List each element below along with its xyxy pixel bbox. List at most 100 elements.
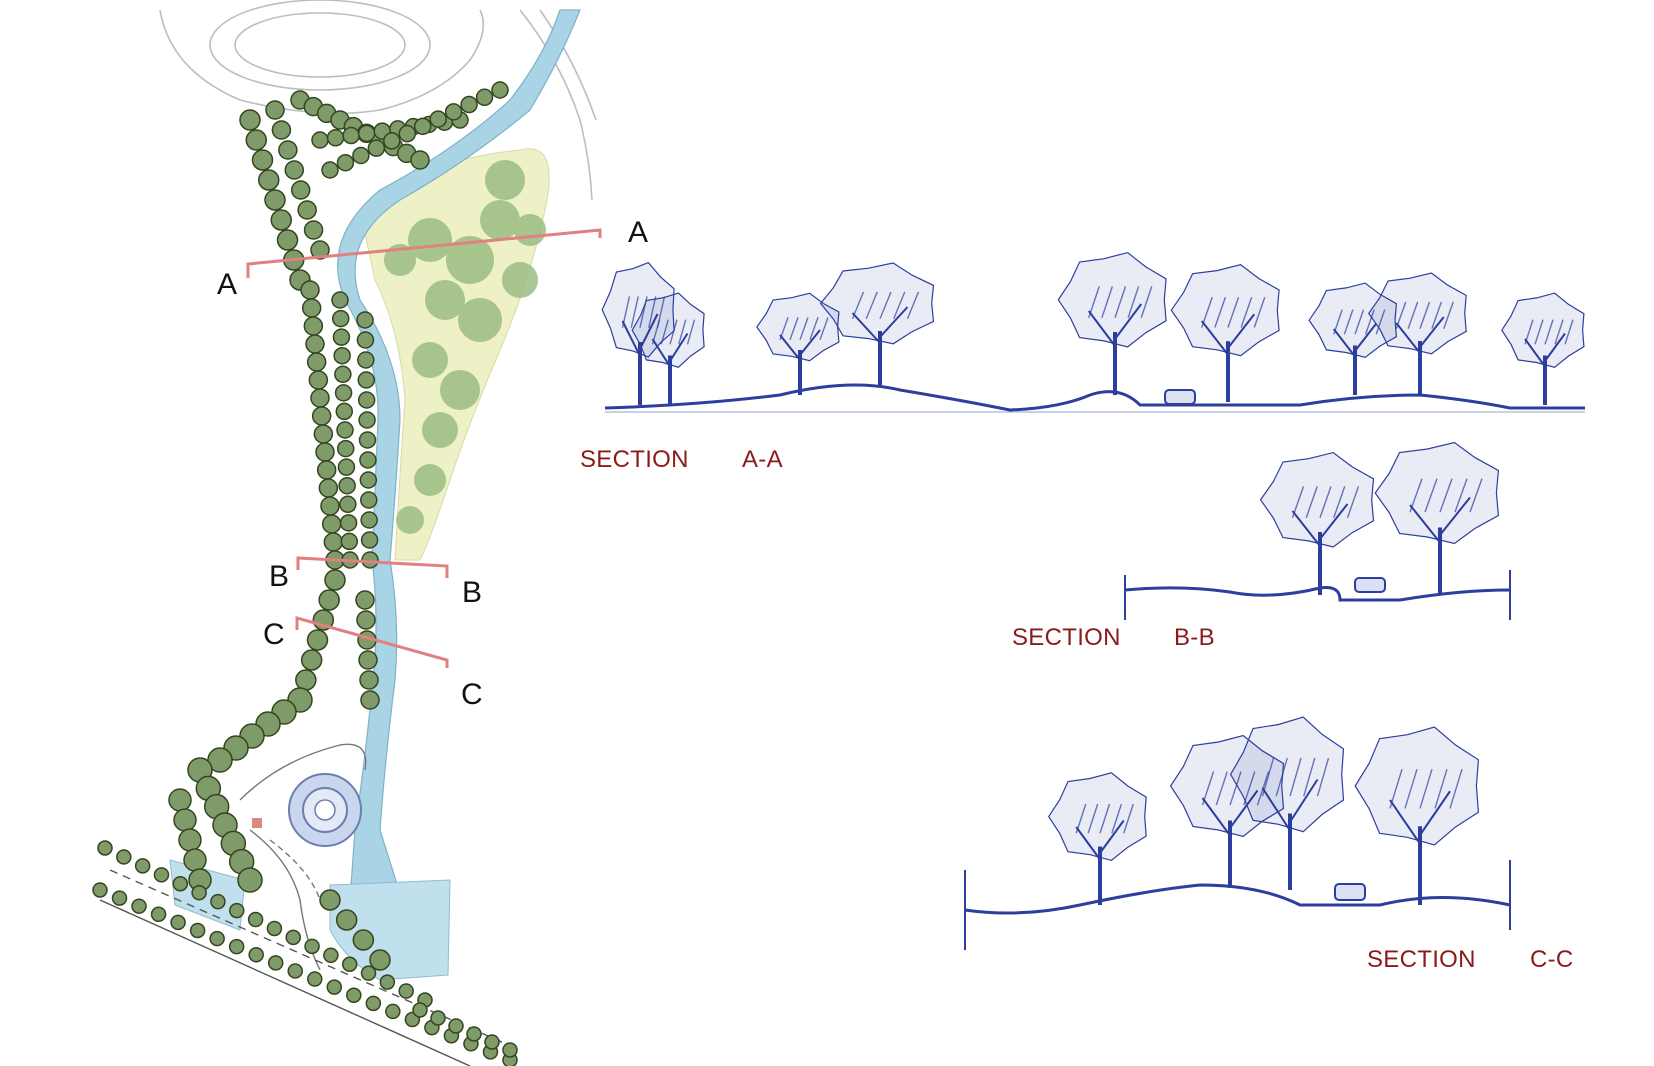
tree-canopy	[360, 965, 377, 981]
tree-canopy	[207, 747, 233, 773]
section-cuts	[246, 228, 602, 668]
tree-canopy	[301, 298, 322, 318]
tree-canopy	[337, 458, 356, 476]
tree-canopy	[357, 351, 375, 369]
tree-canopy	[326, 129, 345, 147]
tree-canopy	[352, 146, 370, 165]
car-a	[1164, 389, 1196, 405]
tree-canopy	[318, 589, 340, 611]
tree-canopy	[352, 929, 375, 951]
tree-canopy	[357, 371, 375, 389]
tree-canopy	[335, 402, 354, 421]
section-a-trees	[601, 251, 1585, 405]
tree-canopy	[338, 476, 356, 495]
sketch-tree	[631, 292, 705, 405]
sketch-tree	[1047, 772, 1147, 905]
tree-canopy	[356, 311, 374, 329]
tree-canopy	[239, 109, 261, 131]
site-plan	[92, 0, 597, 1066]
tree-canopy	[356, 331, 375, 349]
tree-canopy	[178, 828, 202, 852]
tree-canopy	[297, 200, 317, 220]
tree-canopy	[251, 149, 274, 171]
tree-canopy	[358, 431, 377, 449]
tree-canopy	[412, 1002, 428, 1018]
tree-canopy	[267, 955, 284, 971]
tree-canopy	[334, 384, 353, 402]
section-c-trees	[1047, 716, 1480, 905]
tree-canopy	[290, 180, 311, 200]
section-a-word: SECTION	[580, 446, 689, 473]
section-c-c-sketch	[964, 716, 1511, 950]
tree-canopy	[340, 532, 359, 551]
tree-canopy	[346, 987, 362, 1003]
tree-canopy	[311, 406, 332, 426]
tree-canopy	[324, 569, 346, 591]
sketch-tree	[1367, 272, 1467, 395]
tree-canopy	[339, 495, 357, 514]
sketch-tree	[756, 292, 840, 395]
sketch-tree	[819, 262, 935, 385]
tree-canopy	[304, 938, 320, 955]
tree-canopy	[316, 460, 337, 480]
tree-canopy	[369, 949, 391, 971]
tree-canopy	[170, 914, 186, 931]
tree-canopy	[484, 1034, 500, 1050]
sketch-tree	[1501, 292, 1585, 405]
sketch-tree	[1057, 251, 1167, 395]
tree-canopy	[398, 124, 417, 143]
tree-canopy	[341, 956, 358, 972]
tree-canopy	[111, 890, 128, 906]
tree-canopy	[444, 103, 463, 121]
tree-canopy	[355, 590, 375, 610]
tree-canopy	[173, 808, 197, 832]
cut-line-a	[246, 228, 602, 278]
tree-canopy	[334, 365, 352, 384]
tree-canopy	[228, 938, 245, 955]
tree-canopy	[209, 930, 225, 947]
tree-canopy	[332, 328, 351, 346]
tree-canopy	[248, 947, 264, 963]
tree-canopy	[183, 848, 207, 872]
cut-line-b	[296, 556, 449, 578]
tree-canopy	[237, 867, 263, 893]
car-c	[1334, 883, 1366, 901]
section-a-a-sketch	[601, 251, 1585, 413]
tree-canopy	[460, 95, 478, 114]
section-a-tag: A-A	[742, 446, 783, 473]
section-b-tag: B-B	[1174, 624, 1215, 651]
tree-canopy	[502, 1042, 518, 1058]
car-b	[1354, 577, 1386, 593]
tree-canopy	[323, 947, 339, 964]
section-b-b-sketch	[1124, 441, 1511, 620]
tree-canopy	[359, 670, 379, 690]
tree-canopy	[307, 971, 323, 987]
cut-a-end-label: A	[628, 216, 649, 249]
sketch-tree	[1170, 264, 1280, 402]
tree-canopy	[360, 491, 378, 509]
tree-canopy	[466, 1026, 482, 1042]
tree-canopy	[285, 929, 301, 946]
sketch-tree	[1354, 726, 1480, 905]
sketch-tree	[1169, 734, 1285, 888]
tree-canopy	[333, 346, 351, 365]
tree-canopy	[323, 532, 344, 552]
tree-canopy	[398, 983, 414, 999]
tree-canopies	[92, 81, 518, 1066]
tree-canopy	[150, 906, 167, 923]
sketch-tree	[1374, 441, 1500, 595]
tree-canopy	[287, 963, 303, 979]
tree-canopy	[410, 150, 430, 170]
plaza	[239, 743, 367, 971]
tree-canopy	[319, 889, 341, 911]
tree-canopy	[265, 100, 285, 120]
tree-canopy	[339, 514, 358, 532]
tree-canopy	[383, 132, 401, 150]
tree-canopy	[266, 920, 283, 937]
tree-canopy	[358, 411, 376, 429]
tree-canopy	[413, 117, 432, 136]
tree-canopy	[315, 442, 335, 462]
tree-canopy	[305, 334, 325, 354]
tree-canopy	[229, 902, 245, 919]
